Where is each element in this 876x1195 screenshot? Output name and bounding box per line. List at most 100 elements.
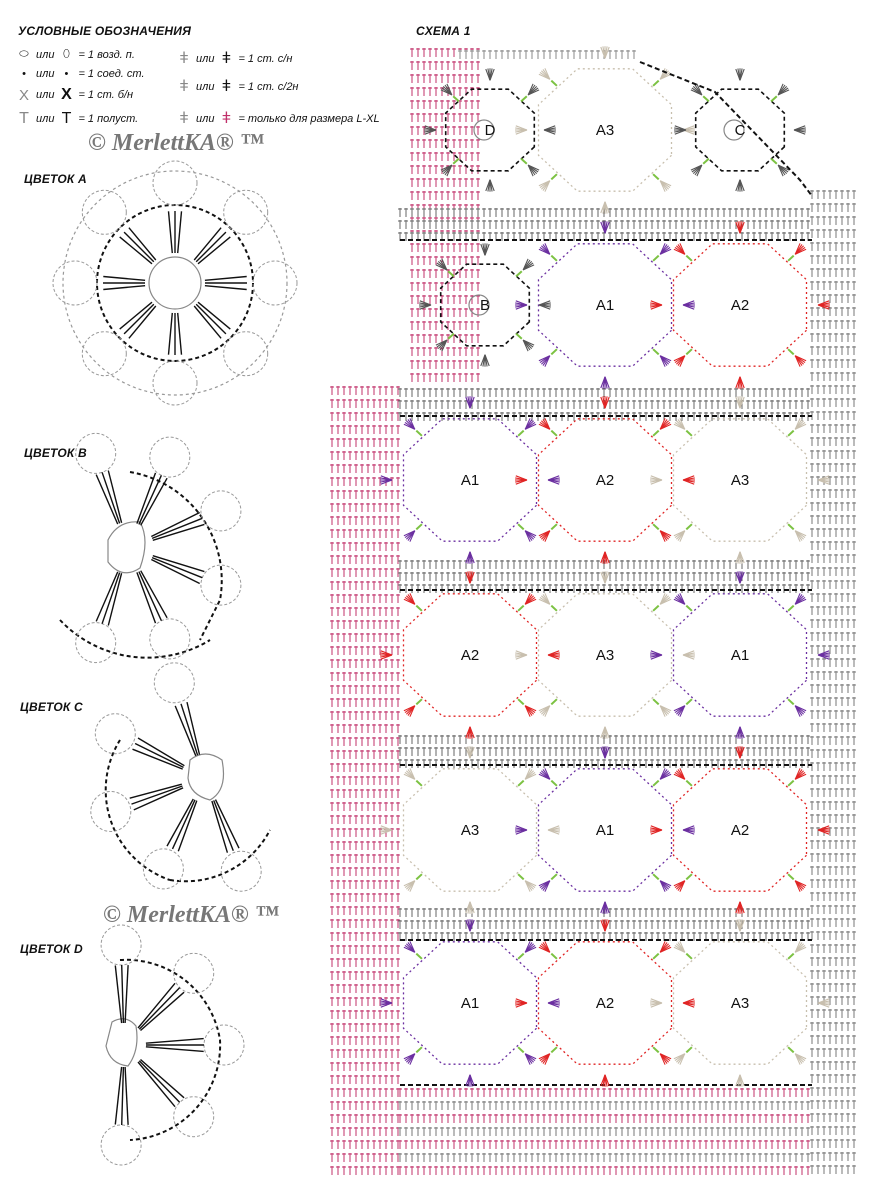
spoke-stitch [140,991,185,1032]
stitch-grid [330,48,856,1175]
flower-a-diagram [52,160,298,406]
spoke-stitch [95,474,119,525]
flower-d-title: ЦВЕТОК D [20,942,83,956]
legend-or: или [196,81,215,93]
petal [153,662,195,704]
watermark-bottom: © MerlettKA® ™ [103,902,279,928]
spoke-stitch [121,964,125,1024]
x-gray-icon: X [18,86,29,104]
spoke-stitch [193,305,222,339]
size-pink-icon: ǂ [221,110,232,127]
spoke-stitch [138,987,181,1030]
legend-or: или [36,89,55,101]
spoke-stitch [136,572,157,624]
dc-gray-icon: ǂ [179,50,189,67]
legend-text: = 1 соед. ст. [78,68,145,80]
spoke-stitch [180,703,199,756]
spoke-stitch [114,965,123,1024]
spoke-stitch [152,555,205,573]
tr-gray-icon: ǂ [179,78,189,95]
legend-text: = 1 ст. с/2н [238,81,299,93]
spoke-stitch [214,799,240,849]
spoke-stitch [197,301,231,330]
spoke-stitch [167,211,173,254]
legend-item-tr: ǂ или ǂ = 1 ст. с/2н [176,78,299,96]
spoke-stitch [204,285,247,291]
spoke-stitch [119,301,153,330]
spoke-stitch [177,312,183,355]
spoke-stitch [186,701,201,755]
legend-or: или [36,113,55,125]
spoke-stitch [195,231,227,263]
spoke-stitch [167,312,173,355]
spoke-stitch [124,1066,129,1125]
legend-or: или [196,53,215,65]
spoke-stitch [197,236,231,265]
legend-text: = 1 ст. с/н [238,53,293,65]
legend-item-size: ǂ или ǂ = только для размера L-XL [176,110,379,128]
legend-item-chain: ⬭ или ⬯ = 1 возд. п. [16,48,135,61]
petal [173,952,215,994]
flower-c-diagram [90,662,271,892]
flower-b-title: ЦВЕТОК В [24,446,87,460]
legend-item-dc: ǂ или ǂ = 1 ст. с/н [176,50,292,68]
legend-item-sc: X или X = 1 ст. б/н [16,86,133,104]
watermark-top: © MerlettKA® ™ [88,130,264,156]
petal [220,850,262,892]
spoke-stitch [119,236,153,265]
dot-small-icon: • [22,68,26,80]
petal [100,1124,142,1166]
spoke-stitch [150,511,201,538]
spoke-stitch [114,1066,123,1125]
spoke-stitch [95,571,119,622]
spoke-stitch [140,1058,185,1099]
dot-large-icon: • [64,68,69,80]
spoke-stitch [150,558,201,585]
legend-or: или [36,48,55,61]
spoke-stitch [123,231,155,263]
petal [94,713,136,755]
spoke-stitch [107,470,123,523]
petal [152,160,198,206]
legend-text: = 1 полуст. [78,113,139,125]
spoke-stitch [128,227,157,261]
spoke-stitch [136,472,157,524]
spoke-stitch [133,787,184,811]
legend-title: УСЛОВНЫЕ ОБОЗНАЧЕНИЯ [18,24,192,38]
legend-or: или [196,113,215,125]
spoke-stitch [171,799,196,850]
spoke-stitch [124,965,129,1024]
spoke-stitch [103,285,146,291]
petal [200,490,242,532]
spoke-stitch [204,275,247,281]
petal [223,331,269,377]
spoke-stitch [152,523,205,541]
spoke-stitch [211,800,229,853]
petal [81,331,127,377]
t-gray-icon: T [19,110,29,127]
spoke-stitch [138,571,163,621]
spoke-stitch [103,275,146,281]
legend-item-slip: • или • = 1 соед. ст. [16,68,145,80]
legend-item-hdc: T или T = 1 полуст. [16,110,138,128]
flower-d-diagram [100,924,245,1166]
dc-black-icon: ǂ [221,50,232,67]
petal [100,924,142,966]
scheme-title: СХЕМА 1 [416,24,471,38]
spoke-stitch [140,570,168,619]
spoke-stitch [101,472,121,524]
size-gray-icon: ǂ [179,110,189,127]
x-black-icon: X [61,86,72,103]
spoke-stitch [177,800,198,852]
legend-text: = 1 возд. п. [78,48,135,61]
spoke-stitch [145,1046,204,1053]
spoke-stitch [137,1061,176,1108]
spoke-stitch [123,303,155,335]
legend-or: или [36,68,55,80]
spoke-stitch [195,303,227,335]
spoke-stitch [129,783,182,799]
petal [81,189,127,235]
spoke-stitch [166,798,194,847]
tr-black-icon: ǂ [221,78,232,95]
